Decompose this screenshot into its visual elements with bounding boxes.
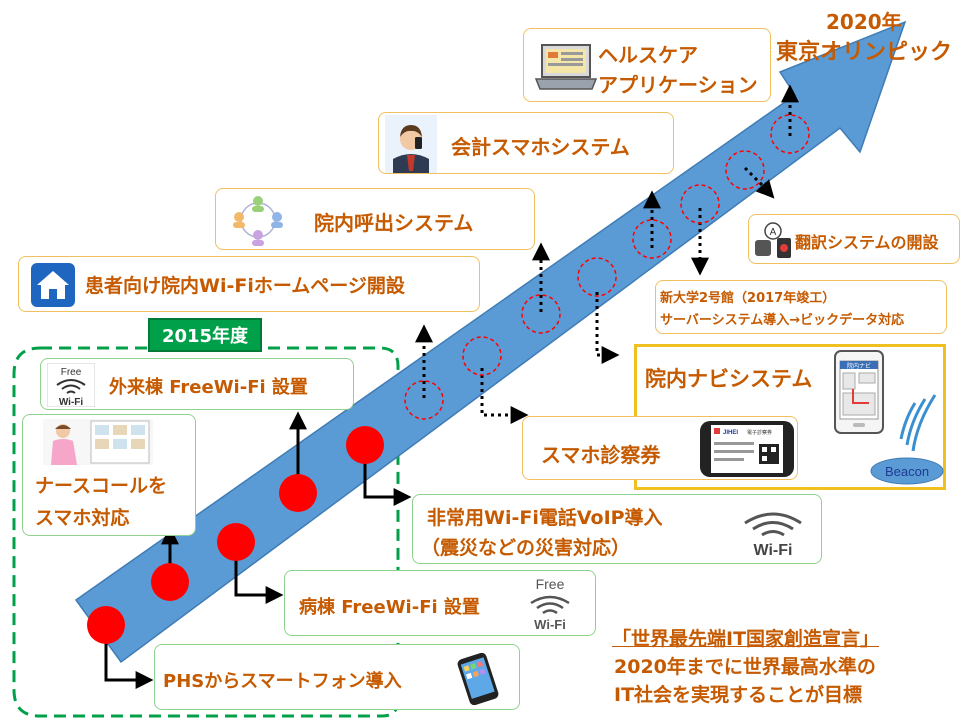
- plan-dot: [404, 380, 444, 420]
- healthcare-app-box: ヘルスケア アプリケーション: [523, 28, 771, 102]
- svg-text:A: A: [770, 227, 777, 238]
- done-dot: [151, 563, 189, 601]
- nurse-station-icon: [43, 419, 153, 465]
- phone-brand: JIHEI: [723, 430, 738, 436]
- done-dots: [87, 426, 384, 644]
- payment-label: 会計スマホシステム: [451, 135, 630, 159]
- declaration-line-1: 2020年までに世界最高水準の: [614, 656, 876, 678]
- wifi-text: Wi-Fi: [534, 617, 566, 632]
- emergency-label-2: （震災などの災害対応）: [421, 537, 631, 559]
- free-wifi-icon: Free Wi-Fi: [530, 576, 570, 632]
- phs-label: PHSからスマートフォン導入: [163, 671, 402, 692]
- wifi-logo-icon: Wi-Fi: [744, 512, 802, 559]
- payment-system-box: 会計スマホシステム: [378, 112, 674, 174]
- plan-dot: [680, 184, 720, 224]
- healthcare-label-2: アプリケーション: [598, 73, 758, 97]
- plan-dots: [404, 114, 810, 420]
- translation-icon: A: [755, 222, 791, 258]
- call-system-label: 院内呼出システム: [314, 211, 474, 235]
- home-icon: [31, 263, 75, 307]
- wifi-text: Wi-Fi: [59, 397, 84, 407]
- translation-label: 翻訳システムの開設: [795, 233, 939, 252]
- smartphone-icon: [457, 653, 499, 705]
- declaration-line-2: IT社会を実現することが目標: [614, 684, 863, 706]
- plan-connectors: [415, 84, 799, 424]
- goal-event: 東京オリンピック: [776, 40, 953, 65]
- done-dot: [279, 474, 317, 512]
- ward-wifi-box: 病棟 FreeWi-Fi 設置 Free Wi-Fi: [284, 570, 596, 636]
- plan-dot: [770, 114, 810, 154]
- navi-label: 院内ナビシステム: [645, 367, 813, 391]
- laptop-icon: [534, 44, 598, 90]
- emergency-voip-box: 非常用Wi-Fi電話VoIP導入 （震災などの災害対応） Wi-Fi: [412, 494, 822, 564]
- businessman-phone-icon: [385, 115, 437, 173]
- translation-box: A 翻訳システムの開設: [748, 214, 960, 264]
- year-tag-label: 2015年度: [161, 326, 249, 347]
- nurse-call-label-1: ナースコールを: [35, 475, 168, 497]
- new-building-label-1: 新大学2号館（2017年竣工）: [660, 291, 836, 306]
- navi-phone-icon: 院内ナビ: [834, 350, 884, 434]
- phone-screen-title: 電子診察券: [747, 429, 772, 436]
- wifi-logo-text: Wi-Fi: [754, 542, 793, 559]
- beacon-text: Beacon: [885, 464, 929, 479]
- new-building-label-2: サーバーシステム導入→ビックデータ対応: [660, 313, 905, 328]
- homepage-box: 患者向け院内Wi-Fiホームページ開設: [18, 256, 480, 312]
- exam-ticket-box: スマホ診察券 JIHEI 電子診察券: [522, 416, 798, 480]
- emergency-label-1: 非常用Wi-Fi電話VoIP導入: [427, 507, 663, 529]
- outpatient-wifi-label: 外来棟 FreeWi-Fi 設置: [109, 377, 308, 398]
- exam-ticket-label: スマホ診察券: [541, 443, 661, 467]
- plan-dot: [462, 336, 502, 376]
- outpatient-wifi-box: Free Wi-Fi 外来棟 FreeWi-Fi 設置: [40, 358, 354, 410]
- free-text: Free: [61, 367, 82, 378]
- nurse-call-box: ナースコールを スマホ対応: [22, 414, 196, 536]
- year-2015-frame: [12, 346, 400, 718]
- goal-year: 2020年: [826, 10, 902, 34]
- nurse-call-label-2: スマホ対応: [35, 507, 130, 529]
- ward-wifi-label: 病棟 FreeWi-Fi 設置: [299, 597, 480, 618]
- new-building-box: 新大学2号館（2017年竣工） サーバーシステム導入→ビックデータ対応: [655, 280, 947, 334]
- done-dot: [346, 426, 384, 464]
- plan-dot: [725, 150, 765, 190]
- healthcare-label-1: ヘルスケア: [598, 43, 698, 67]
- year-tag: 2015年度: [148, 318, 262, 352]
- plan-dot: [521, 294, 561, 334]
- done-dot: [217, 523, 255, 561]
- done-dot: [87, 606, 125, 644]
- beacon-icon: Beacon: [870, 394, 944, 485]
- call-system-box: 院内呼出システム: [215, 188, 535, 250]
- plan-dot: [632, 219, 672, 259]
- free-wifi-icon: Free Wi-Fi: [47, 363, 95, 407]
- navi-screen-title: 院内ナビ: [847, 362, 871, 370]
- homepage-label: 患者向け院内Wi-Fiホームページ開設: [85, 275, 405, 297]
- free-text: Free: [536, 576, 565, 592]
- plan-dot: [577, 257, 617, 297]
- declaration-title: 「世界最先端IT国家創造宣言」: [612, 628, 880, 650]
- phs-smartphone-box: PHSからスマートフォン導入: [154, 644, 520, 710]
- people-network-icon: [233, 196, 283, 246]
- exam-ticket-phone-icon: JIHEI 電子診察券: [700, 421, 794, 477]
